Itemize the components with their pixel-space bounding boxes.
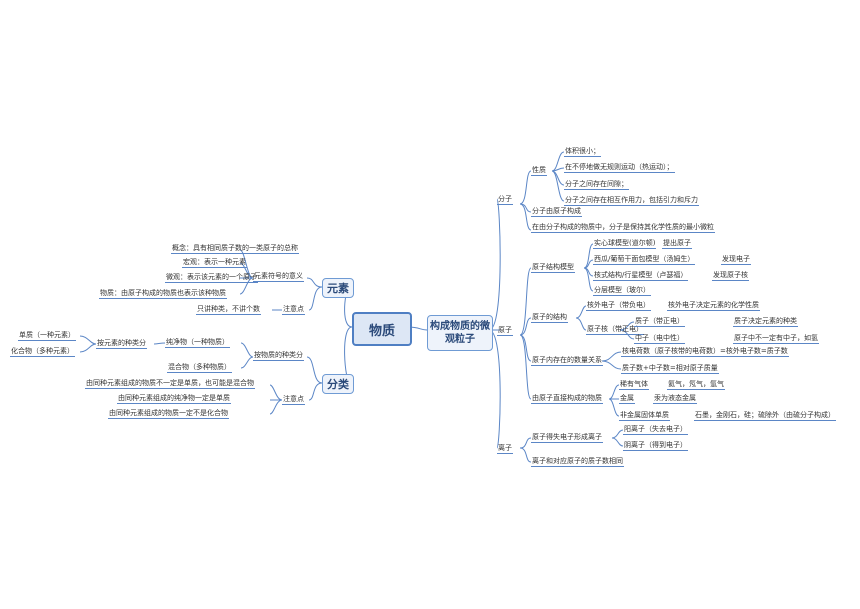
model-2-text[interactable]: 西瓜/葡萄干面包模型（汤姆生）	[593, 255, 696, 265]
note-3-text[interactable]: 由同种元素组成的物质一定不是化合物	[108, 409, 229, 419]
molecule-from-atom-text[interactable]: 分子由原子构成	[531, 207, 582, 217]
nucleus-node[interactable]: 原子核（带正电）	[586, 325, 644, 335]
symbol-meaning-node[interactable]: 元素符号的意义	[253, 272, 304, 282]
quantity-1-text[interactable]: 核电荷数（原子核带的电荷数）=核外电子数=质子数	[621, 347, 789, 357]
atom-node[interactable]: 原子	[497, 326, 513, 336]
atom-model-node[interactable]: 原子结构模型	[531, 263, 575, 273]
nonmetal-text[interactable]: 石墨，金刚石，硅；硫除外（由硫分子构成）	[694, 411, 836, 421]
by-substance-node[interactable]: 按物质的种类分	[253, 351, 304, 361]
element-note-node[interactable]: 注意点	[282, 305, 305, 315]
element-node[interactable]: 元素	[322, 278, 354, 298]
classification-node[interactable]: 分类	[322, 374, 354, 394]
macro-text[interactable]: 宏观：表示一种元素	[182, 258, 247, 268]
concept-text[interactable]: 概念：具有相同质子数的一类原子的总称	[171, 244, 299, 254]
electron-role-text[interactable]: 核外电子决定元素的化学性质	[667, 301, 760, 311]
ion-formation-node[interactable]: 原子得失电子形成离子	[531, 433, 603, 443]
model-1-text[interactable]: 实心球模型(道尔顿)	[593, 239, 657, 249]
cation-text[interactable]: 阳离子（失去电子）	[623, 425, 688, 435]
model-4-text[interactable]: 分层模型（玻尔）	[593, 286, 651, 296]
same-protons-text[interactable]: 离子和对应原子的质子数相同	[531, 457, 624, 467]
smallest-particle-text[interactable]: 在由分子构成的物质中，分子是保持其化学性质的最小微粒	[531, 223, 715, 233]
by-element-node[interactable]: 按元素的种类分	[96, 339, 147, 349]
model-2-result[interactable]: 发现电子	[721, 255, 751, 265]
metal-node[interactable]: 金属	[619, 394, 635, 404]
nonmetal-node[interactable]: 非金属固体单质	[619, 411, 670, 421]
direct-atom-node[interactable]: 由原子直接构成的物质	[531, 394, 603, 404]
atom-structure-node[interactable]: 原子的结构	[531, 313, 568, 323]
micro-text[interactable]: 微观：表示该元素的一个原子	[165, 273, 258, 283]
compound-text[interactable]: 化合物（多种元素）	[10, 347, 75, 357]
electron-node[interactable]: 核外电子（带负电）	[586, 301, 651, 311]
class-note-node[interactable]: 注意点	[282, 395, 305, 405]
model-3-text[interactable]: 核式结构/行星模型（卢瑟福）	[593, 271, 689, 281]
neutron-node[interactable]: 中子（电中性）	[634, 334, 685, 344]
note-1-text[interactable]: 由同种元素组成的物质不一定是单质，也可能是混合物	[85, 379, 255, 389]
prop-1-text[interactable]: 体积很小；	[564, 147, 601, 157]
pure-substance-node[interactable]: 纯净物（一种物质）	[165, 338, 230, 348]
substance-text[interactable]: 物质：由原子构成的物质也表示该种物质	[99, 289, 227, 299]
model-1-result[interactable]: 提出原子	[662, 239, 692, 249]
model-3-result[interactable]: 发现原子核	[712, 271, 749, 281]
note-2-text[interactable]: 由同种元素组成的纯净物一定是单质	[117, 394, 231, 404]
micro-particles-node[interactable]: 构成物质的微观粒子	[427, 315, 493, 351]
mixture-node[interactable]: 混合物（多种物质）	[167, 363, 232, 373]
molecule-node[interactable]: 分子	[497, 195, 513, 205]
anion-text[interactable]: 阴离子（得到电子）	[623, 441, 688, 451]
proton-node[interactable]: 质子（带正电）	[634, 317, 685, 327]
metal-text[interactable]: 汞为液态金属	[653, 394, 697, 404]
kind-only-text[interactable]: 只讲种类，不讲个数	[196, 305, 261, 315]
root-node[interactable]: 物质	[352, 312, 412, 346]
quantity-2-text[interactable]: 质子数+中子数=相对原子质量	[621, 364, 719, 374]
prop-2-text[interactable]: 在不停地做无规则运动（热运动）；	[564, 163, 675, 173]
neutron-role-text[interactable]: 原子中不一定有中子，如氢	[733, 334, 819, 344]
quantity-node[interactable]: 原子内存在的数量关系	[531, 356, 603, 366]
noble-gas-node[interactable]: 稀有气体	[619, 380, 649, 390]
proton-role-text[interactable]: 质子决定元素的种类	[733, 317, 798, 327]
ion-node[interactable]: 离子	[497, 444, 513, 454]
prop-4-text[interactable]: 分子之间存在相互作用力，包括引力和斥力	[564, 196, 699, 206]
property-node[interactable]: 性质	[531, 166, 547, 176]
noble-gas-text[interactable]: 氦气，氖气，氩气	[667, 380, 725, 390]
elementary-text[interactable]: 单质（一种元素）	[18, 331, 76, 341]
prop-3-text[interactable]: 分子之间存在间隙；	[564, 180, 629, 190]
